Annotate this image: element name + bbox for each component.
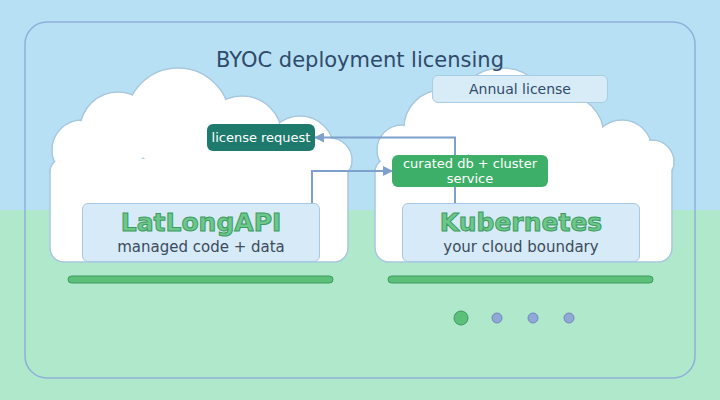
platform-box: LatLongAPImanaged code + data — [82, 203, 320, 262]
node-subtitle: your cloud boundary — [443, 238, 598, 257]
page-dot — [492, 313, 502, 323]
node-label: LatLongAPI — [121, 208, 282, 238]
connector-arrow — [312, 171, 392, 203]
service-pill: curated db + cluster service — [392, 155, 548, 187]
cloud-right — [375, 68, 674, 262]
bar — [388, 276, 653, 283]
page-dot — [528, 313, 538, 323]
request-pill: license request — [207, 124, 315, 151]
cloud-left — [50, 68, 352, 262]
node-subtitle: managed code + data — [117, 238, 285, 257]
platform-box: Kubernetesyour cloud boundary — [402, 203, 640, 262]
bar — [68, 276, 333, 283]
frame — [25, 22, 695, 378]
diagram-title: BYOC deployment licensing — [0, 48, 720, 72]
node-label: Kubernetes — [440, 208, 602, 238]
node-label: license request — [212, 130, 311, 145]
license-badge: Annual license — [432, 75, 608, 103]
node-label: Annual license — [469, 81, 571, 97]
page-dot — [454, 311, 468, 325]
node-label: curated db + cluster service — [392, 156, 548, 186]
page-dot — [564, 313, 574, 323]
